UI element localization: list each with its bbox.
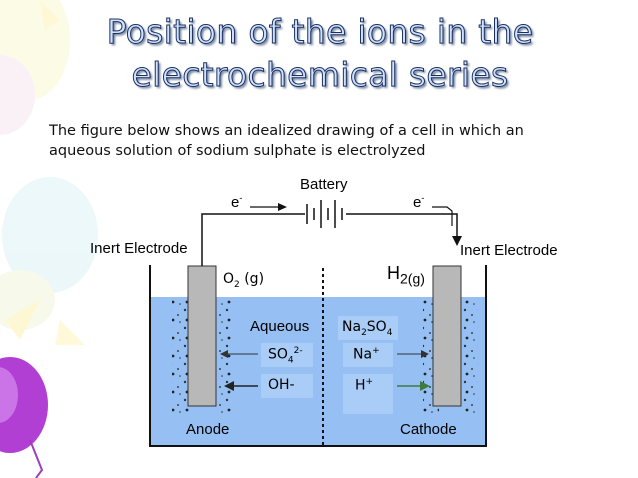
oh-arrow-head (224, 381, 234, 391)
h-charge: + (365, 377, 374, 387)
na-arrow-head (421, 350, 429, 358)
h2-label: H2(g) (387, 263, 425, 287)
o2-subscript: 2 (234, 279, 240, 290)
o2-label: O2 (g) (223, 271, 264, 290)
oh-ion-box (261, 374, 313, 398)
inert-electrode-left-label: Inert Electrode (90, 240, 188, 257)
wire-right (346, 213, 458, 238)
na-base: Na (353, 346, 373, 363)
na2so4-so: SO (366, 319, 387, 335)
anode-bubbles (172, 300, 192, 415)
na2so4-box (338, 316, 398, 340)
na2so4-na: Na (342, 319, 362, 335)
container (149, 265, 487, 447)
wire-left (201, 213, 305, 266)
so4-charge: 2- (293, 346, 303, 356)
cathode-electrode (432, 265, 462, 407)
cathode-label: Cathode (400, 421, 457, 438)
h2-symbol: H (387, 263, 400, 283)
electron-right-charge: - (421, 193, 425, 203)
electron-right-symbol: e (413, 194, 422, 211)
so4-base: SO (268, 346, 288, 363)
so4-ion-label: SO42- (268, 346, 303, 365)
balloon-decoration-top (0, 0, 70, 135)
intro-text: The figure below shows an idealized draw… (49, 121, 609, 161)
na2so4-label: Na2SO4 (342, 319, 392, 338)
battery-label: Battery (300, 176, 348, 193)
electron-right-label: e- (413, 193, 424, 211)
anode-electrode (187, 265, 217, 407)
inert-electrode-right-label: Inert Electrode (460, 242, 558, 259)
h-arrow-head (420, 381, 430, 391)
na-ion-box (343, 343, 393, 367)
so4-subscript: 4 (287, 355, 294, 366)
cathode-bubbles-right (462, 300, 478, 415)
electron-arrow-left-head (278, 203, 287, 211)
electron-left-charge: - (239, 193, 243, 203)
na2so4-sub-2: 2 (361, 327, 367, 338)
na-ion-label: Na+ (353, 346, 380, 363)
wire-right-arrow (452, 236, 462, 246)
title-line-1: Position of the ions in the (106, 12, 534, 52)
anode-label: Anode (186, 421, 230, 438)
na2so4-sub-4: 4 (386, 327, 393, 338)
battery (306, 200, 343, 228)
h-base: H (355, 377, 366, 394)
balloon-decoration-middle (0, 177, 98, 345)
h-ion-label: H+ (355, 377, 373, 394)
so4-ion-box (261, 343, 313, 367)
electron-left-label: e- (231, 193, 242, 211)
electron-arrow-right (432, 206, 453, 226)
anode-bubbles-right (217, 300, 231, 415)
o2-symbol: O (223, 271, 235, 287)
so4-arrow-head (220, 350, 228, 358)
h-ion-box (343, 374, 393, 414)
intro-line-2: aqueous solution of sodium sulphate is e… (49, 143, 426, 159)
slide-title: Position of the ions in the electrochemi… (20, 10, 620, 96)
title-line-2: electrochemical series (131, 55, 509, 95)
aqueous-label: Aqueous (250, 318, 310, 335)
h2-subscript: 2(g) (400, 270, 425, 287)
intro-line-1: The figure below shows an idealized draw… (49, 123, 524, 139)
oh-ion-label: OH- (268, 377, 295, 393)
na-charge: + (372, 346, 380, 356)
purple-balloon (0, 357, 48, 478)
o2-state: (g) (239, 271, 265, 287)
electron-left-symbol: e (231, 194, 240, 211)
